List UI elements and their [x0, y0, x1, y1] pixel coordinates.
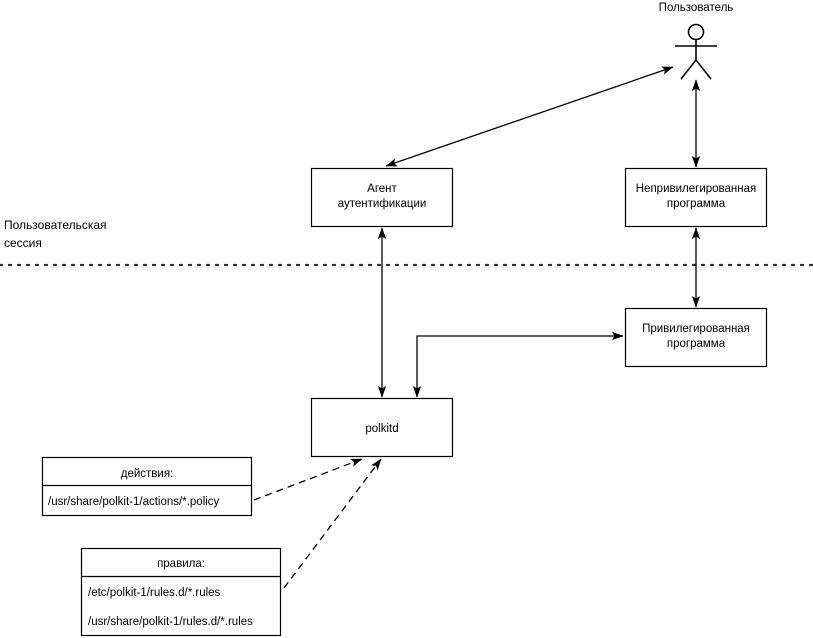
node-auth-agent-label-line2: аутентификации — [338, 198, 427, 210]
node-privileged-program[interactable]: Привилегированная программа — [624, 307, 768, 368]
node-polkitd-label-line1: polkitd — [365, 423, 398, 435]
note-rules[interactable]: правила: /etc/polkit-1/rules.d/*.rules /… — [80, 547, 282, 637]
node-privileged-program-label-line1: Привилегированная — [642, 323, 750, 335]
node-privileged-program-label-line2: программа — [667, 338, 726, 350]
node-unprivileged-program-label-line1: Непривилегированная — [636, 183, 757, 195]
session-divider: Пользовательская сессия — [0, 218, 813, 267]
zone-label-line2: сессия — [4, 236, 42, 250]
note-actions-box[interactable] — [41, 456, 253, 517]
node-unprivileged-program-box[interactable] — [624, 167, 768, 228]
edge-rules-note-to-polkitd — [283, 458, 382, 589]
node-polkitd[interactable]: polkitd — [310, 397, 454, 458]
note-rules-line-1: /etc/polkit-1/rules.d/*.rules — [88, 587, 221, 599]
node-polkitd-box[interactable] — [310, 397, 454, 458]
actor-user-label: Пользователь — [659, 2, 734, 14]
edge-auth-agent-to-user — [385, 66, 674, 167]
actor-leg-right-line — [695, 59, 712, 80]
actor-head-icon — [687, 23, 705, 41]
node-unprivileged-program-label-line2: программа — [667, 198, 726, 210]
note-actions[interactable]: действия: /usr/share/polkit-1/actions/*.… — [41, 456, 253, 517]
note-rules-title: правила: — [157, 558, 205, 570]
note-actions-line-1: /usr/share/polkit-1/actions/*.policy — [48, 496, 220, 508]
node-auth-agent-label-line1: Агент — [367, 183, 397, 195]
zone-label-line1: Пользовательская — [4, 218, 107, 232]
node-auth-agent[interactable]: Агент аутентификации — [310, 167, 454, 228]
edge-polkitd-to-privileged-program — [412, 331, 624, 398]
note-rules-box[interactable] — [80, 547, 282, 637]
edge-actions-note-to-polkitd — [253, 458, 363, 501]
node-privileged-program-box[interactable] — [624, 307, 768, 368]
actor-user: Пользователь — [659, 2, 734, 80]
node-unprivileged-program[interactable]: Непривилегированная программа — [624, 167, 768, 228]
node-auth-agent-box[interactable] — [310, 167, 454, 228]
note-rules-line-2: /usr/share/polkit-1/rules.d/*.rules — [88, 616, 253, 628]
note-actions-title: действия: — [121, 468, 174, 480]
actor-leg-left-line — [680, 59, 697, 80]
